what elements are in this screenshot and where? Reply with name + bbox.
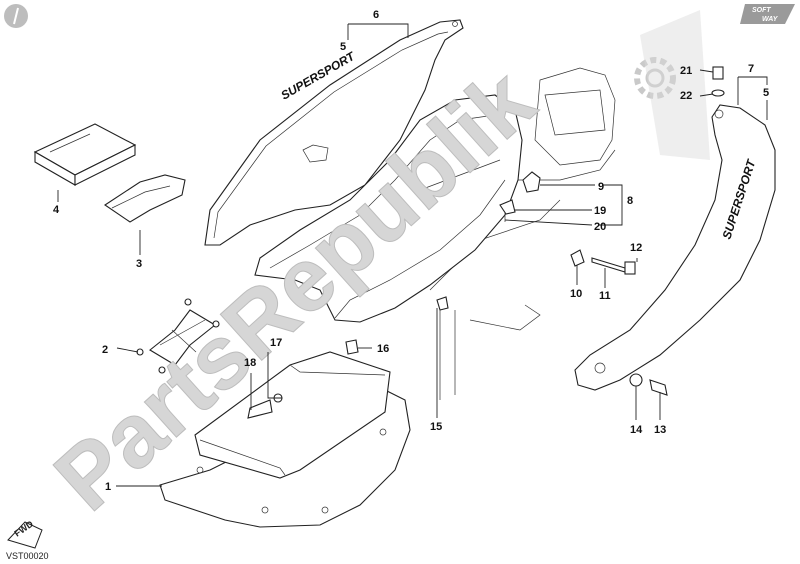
callout-14: 14 (630, 424, 643, 436)
seat-cowl-right: SUPERSPORT (574, 104, 776, 391)
callout-7: 7 (748, 63, 754, 75)
callout-10: 10 (570, 288, 582, 300)
diagram-info-icon (4, 4, 28, 28)
seat-hardware (247, 66, 725, 419)
callout-21: 21 (680, 65, 692, 77)
callout-13: 13 (654, 424, 666, 436)
owners-manual (33, 123, 137, 186)
seat (254, 94, 523, 323)
callout-19: 19 (594, 205, 606, 217)
softway-logo-line2: WAY (762, 16, 779, 23)
leader-lines (57, 23, 768, 487)
tool-strap (136, 298, 220, 374)
callout-6: 6 (373, 9, 379, 21)
drawing-code: VST00020 (6, 551, 49, 561)
callout-12: 12 (630, 242, 642, 254)
callout-16: 16 (377, 343, 389, 355)
callout-1: 1 (105, 481, 111, 493)
callout-5-right: 5 (763, 87, 769, 99)
gear-icon (634, 10, 710, 160)
callout-8: 8 (627, 195, 633, 207)
callout-labels: 1 2 3 4 5 5 6 7 8 9 10 11 12 13 14 15 16… (53, 9, 769, 493)
callout-15: 15 (430, 421, 442, 433)
tail-tray (159, 351, 411, 528)
callout-9: 9 (598, 181, 604, 193)
fwd-arrow-icon: FWD (7, 518, 43, 549)
softway-logo: SOFT WAY (740, 4, 795, 24)
callout-2: 2 (102, 344, 108, 356)
callout-17: 17 (270, 337, 282, 349)
callout-5-left: 5 (340, 41, 346, 53)
tool-pouch (104, 174, 186, 223)
rear-subframe (429, 67, 616, 400)
callout-3: 3 (136, 258, 142, 270)
callout-22: 22 (680, 90, 692, 102)
callout-18: 18 (244, 357, 256, 369)
callout-11: 11 (599, 290, 611, 302)
callout-20: 20 (594, 221, 606, 233)
callout-4: 4 (53, 204, 60, 216)
softway-logo-line1: SOFT (752, 7, 771, 14)
